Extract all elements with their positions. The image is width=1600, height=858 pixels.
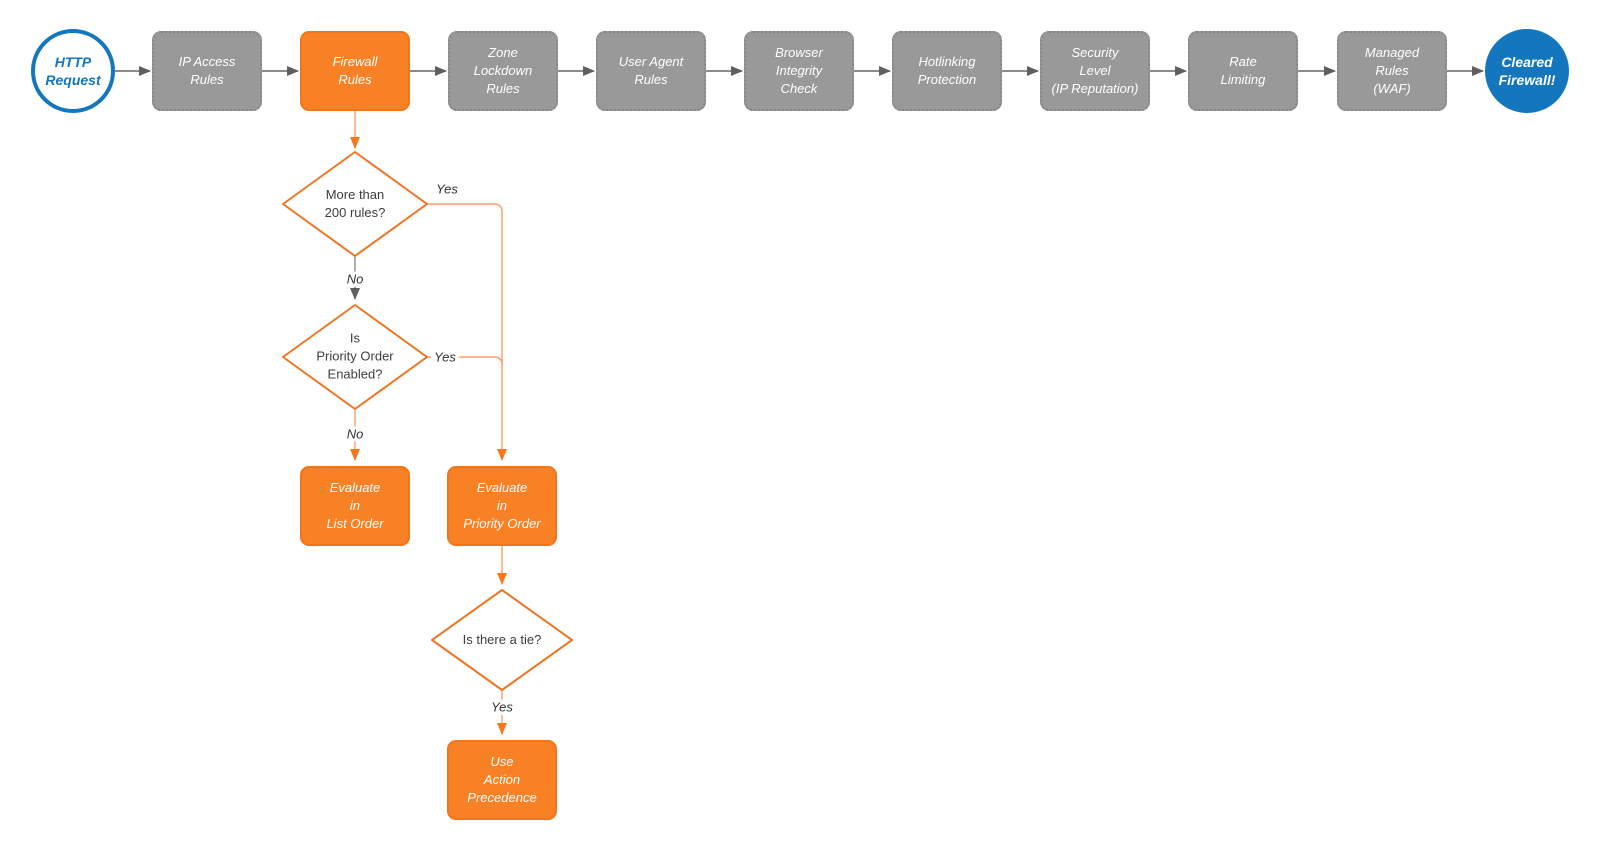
start-node-http-request: HTTP Request <box>31 29 115 113</box>
step-security-level: Security Level (IP Reputation) <box>1040 31 1150 111</box>
box-evaluate-priority-order: Evaluate in Priority Order <box>447 466 557 546</box>
decision-tie-label: Is there a tie? <box>462 631 542 647</box>
step-browser-integrity-check: Browser Integrity Check <box>744 31 854 111</box>
decision-diamonds <box>282 151 573 691</box>
edge-label-no-1: No <box>343 271 367 287</box>
edge-yes1-to-priority-box <box>427 203 507 461</box>
step-managed-rules-waf: Managed Rules (WAF) <box>1337 31 1447 111</box>
box-use-action-precedence: Use Action Precedence <box>447 740 557 820</box>
box-evaluate-list-order: Evaluate in List Order <box>300 466 410 546</box>
edge-label-yes-1: Yes <box>433 181 461 197</box>
decision-tie-diamond <box>431 589 573 691</box>
decision-rules-diamond <box>282 151 428 257</box>
edge-label-yes-2: Yes <box>431 349 459 365</box>
step-user-agent-rules: User Agent Rules <box>596 31 706 111</box>
edge-label-yes-3: Yes <box>488 699 516 715</box>
step-firewall-rules: Firewall Rules <box>300 31 410 111</box>
decision-priority-diamond <box>282 304 428 410</box>
decision-rules-label: More than 200 rules? <box>324 186 386 220</box>
edge-yes2-merge <box>427 356 503 366</box>
step-ip-access-rules: IP Access Rules <box>152 31 262 111</box>
edge-label-no-2: No <box>343 426 367 442</box>
step-rate-limiting: Rate Limiting <box>1188 31 1298 111</box>
step-hotlinking-protection: Hotlinking Protection <box>892 31 1002 111</box>
decision-priority-label: Is Priority Order Enabled? <box>316 330 394 383</box>
step-zone-lockdown-rules: Zone Lockdown Rules <box>448 31 558 111</box>
end-node-cleared-firewall: Cleared Firewall! <box>1485 29 1569 113</box>
